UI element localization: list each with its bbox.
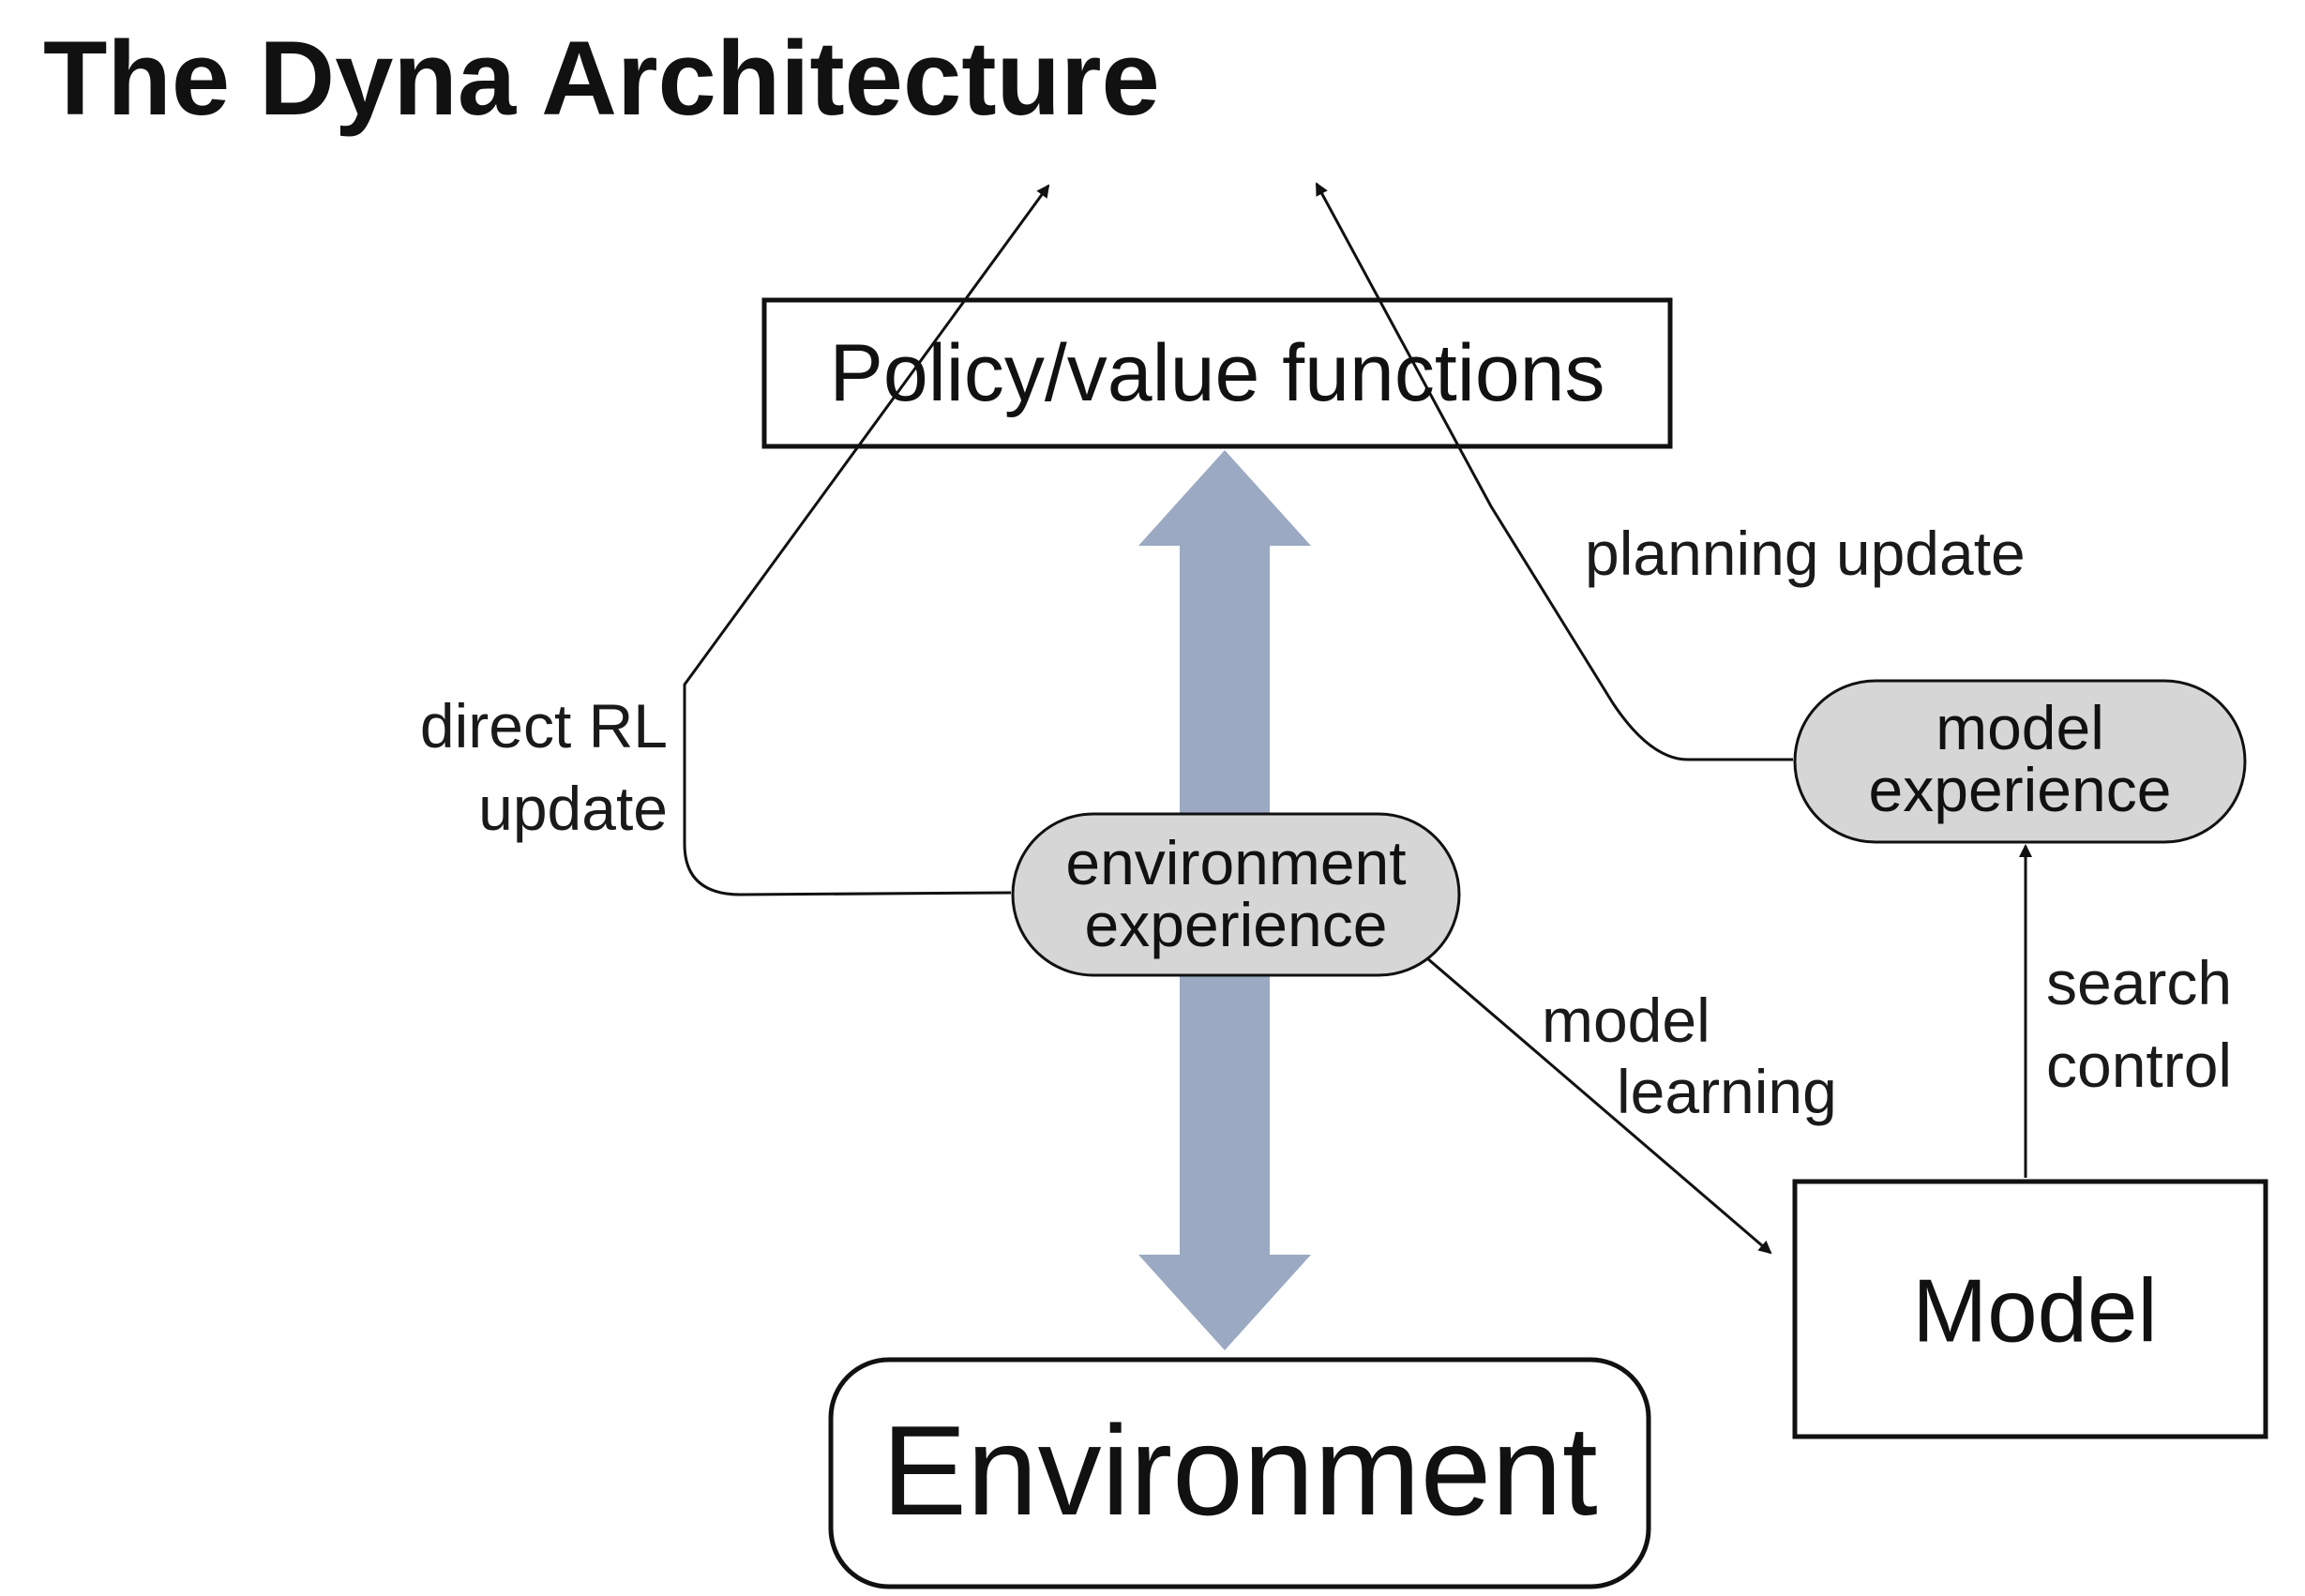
policy-value-node: Policy/value functions bbox=[761, 297, 1673, 449]
environment-experience-capsule bbox=[1011, 812, 1461, 977]
model-experience-label-line1: model bbox=[1936, 693, 2104, 762]
model-experience-capsule bbox=[1793, 679, 2247, 844]
model-node: Model bbox=[1792, 1179, 2268, 1439]
model-box bbox=[1792, 1179, 2268, 1439]
environment-label: Environment bbox=[881, 1399, 1597, 1542]
model-experience-label-line2: experience bbox=[1869, 755, 2172, 824]
planning-update-label: planning update bbox=[1585, 519, 2026, 588]
model-learning-label-line1: model bbox=[1542, 986, 1710, 1055]
direct-rl-label-line1: direct RL bbox=[420, 691, 668, 760]
environment-experience-label-line2: experience bbox=[1085, 890, 1388, 959]
search-control-label-line1: search bbox=[2046, 948, 2232, 1017]
model-label: Model bbox=[1912, 1261, 2157, 1362]
environment-experience-label-line1: environment bbox=[1065, 828, 1406, 897]
environment-experience-node: environment experience bbox=[1011, 812, 1461, 977]
policy-value-label: Policy/value functions bbox=[830, 328, 1605, 418]
search-control-label-line2: control bbox=[2046, 1031, 2232, 1100]
model-learning-arrow bbox=[1426, 956, 1772, 1255]
direct-rl-label-line2: update bbox=[478, 774, 668, 843]
direct-rl-update-arrow bbox=[683, 184, 1050, 896]
environment-node: Environment bbox=[828, 1357, 1651, 1589]
model-learning-label-line2: learning bbox=[1617, 1057, 1837, 1126]
planning-update-arrow bbox=[1315, 182, 1793, 761]
policy-value-box bbox=[761, 297, 1673, 449]
page-title: The Dyna Architecture bbox=[43, 20, 1160, 137]
environment-box bbox=[828, 1357, 1651, 1589]
model-experience-node: model experience bbox=[1793, 679, 2247, 844]
